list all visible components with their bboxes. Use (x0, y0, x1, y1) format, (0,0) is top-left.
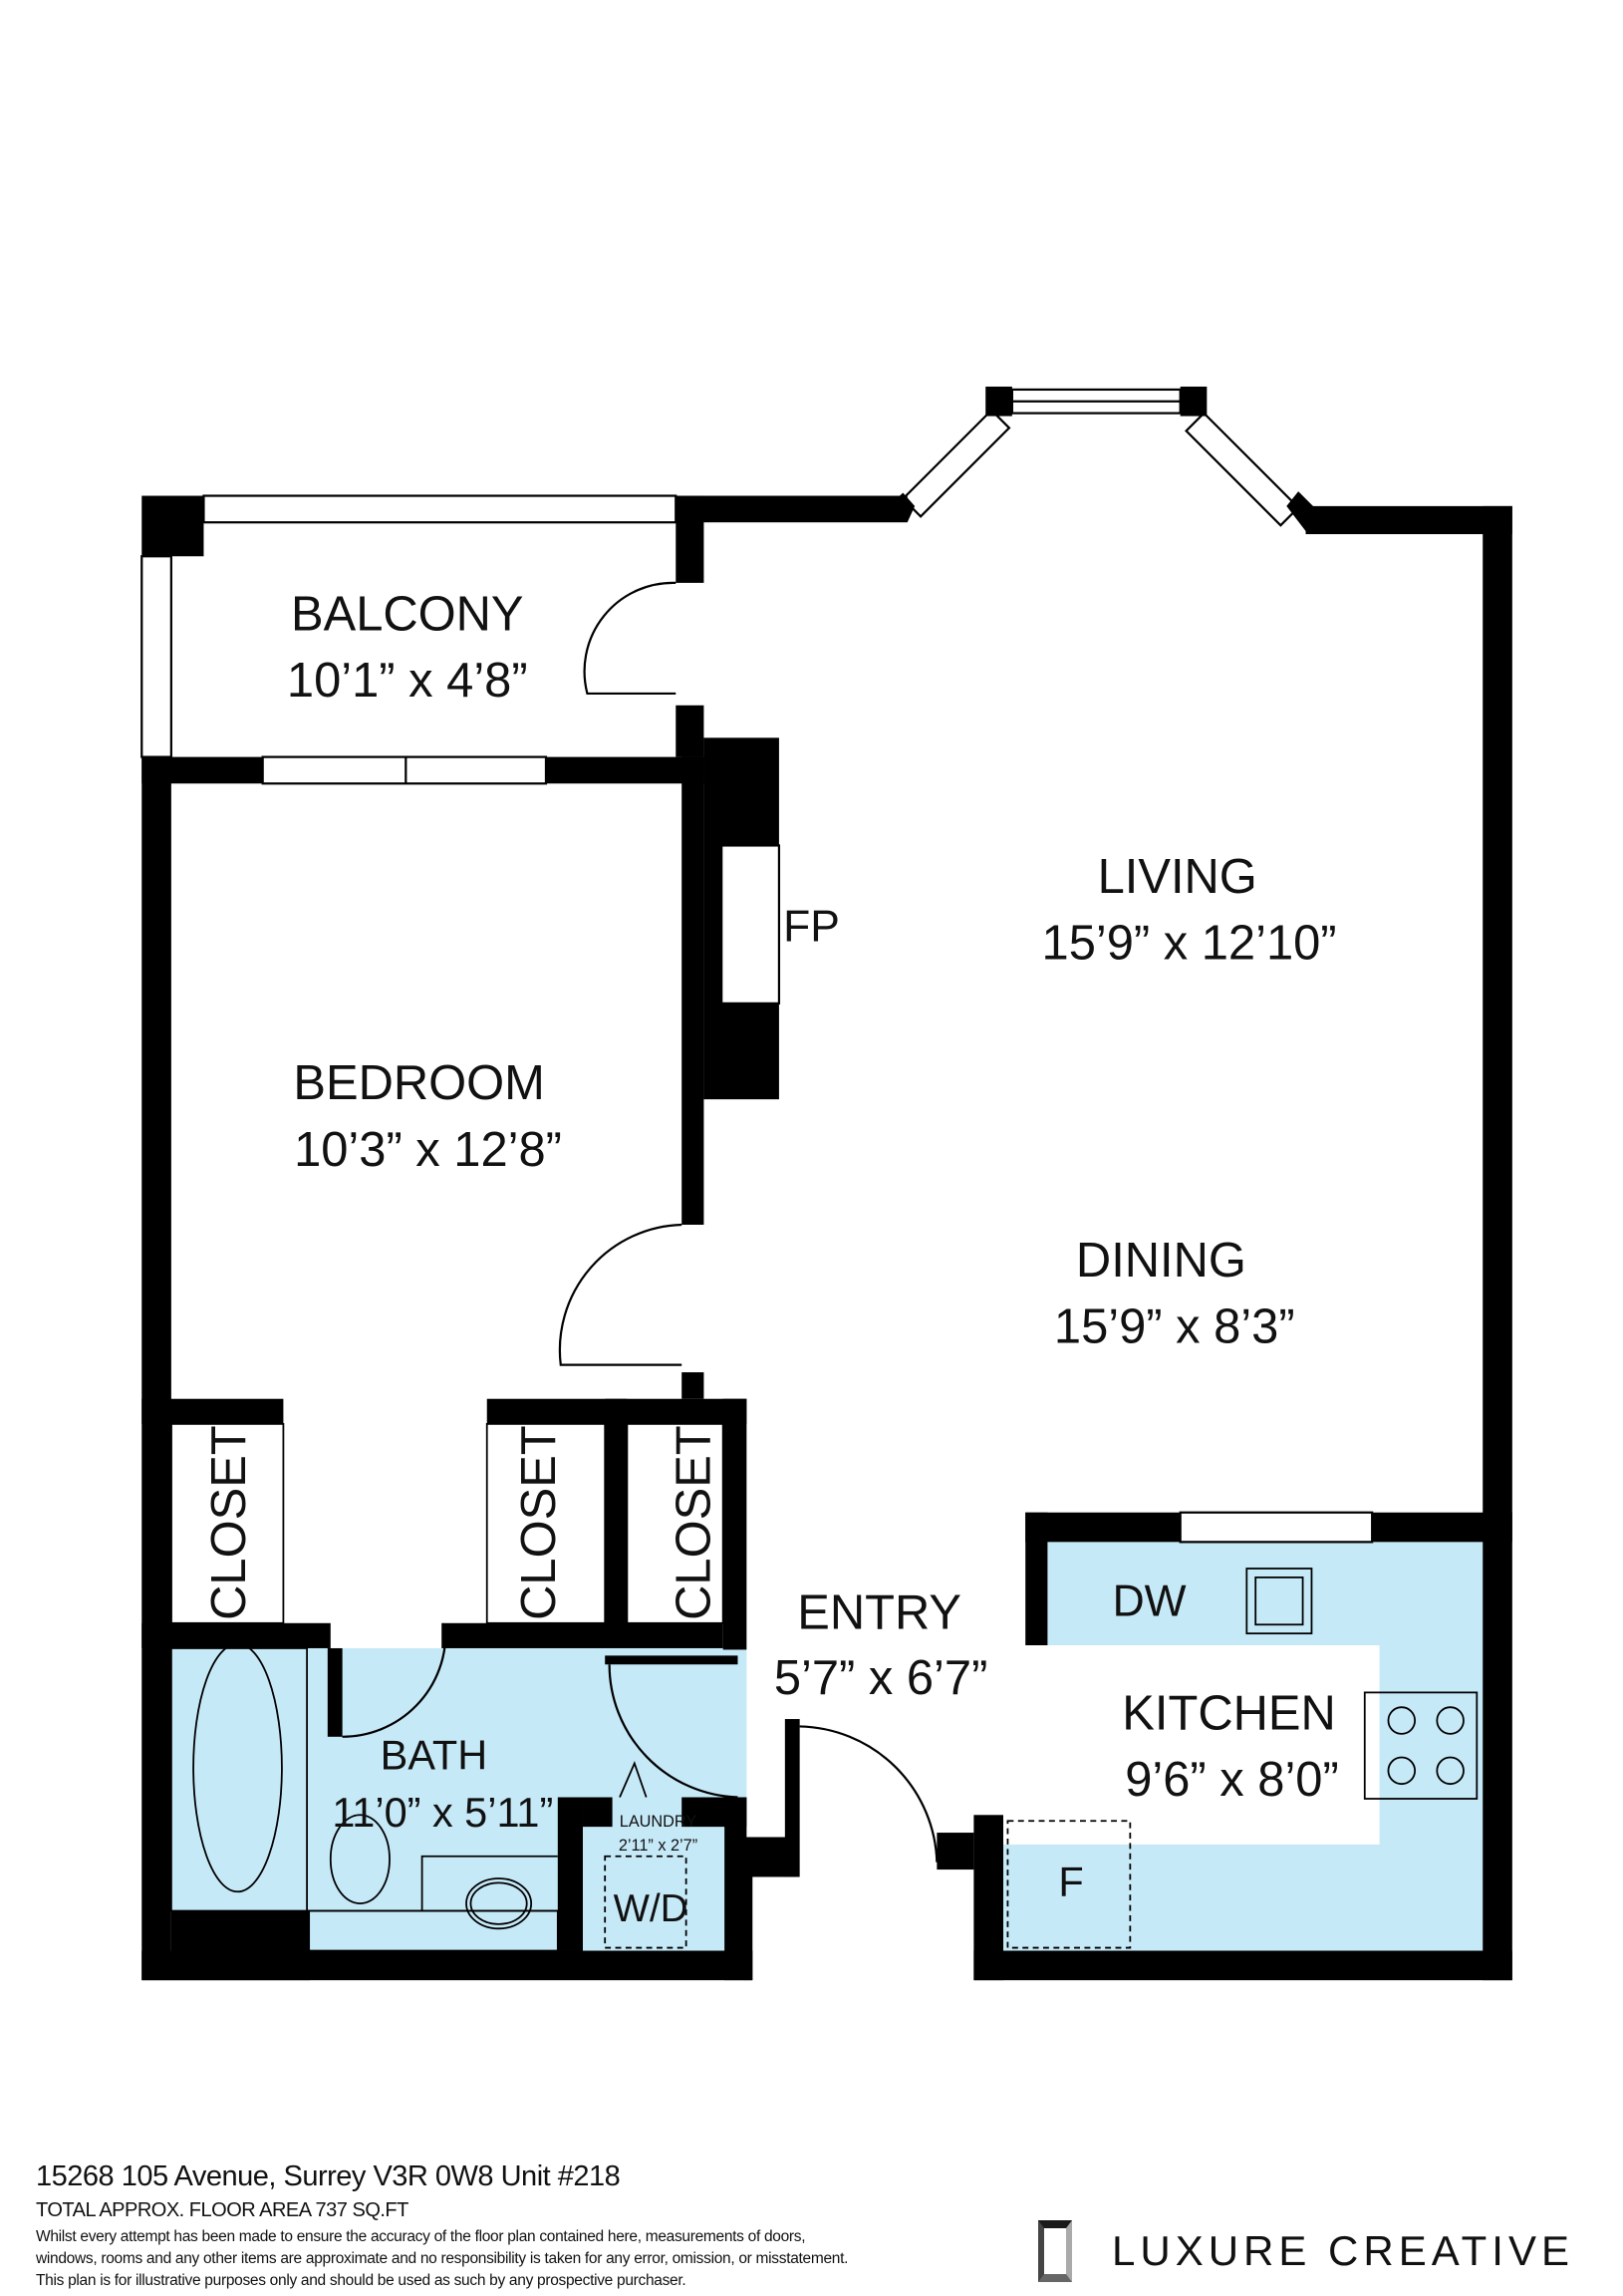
svg-text:KITCHEN: KITCHEN (1122, 1686, 1335, 1740)
bath-area (170, 1647, 747, 1951)
svg-text:CLOSET: CLOSET (667, 1425, 720, 1620)
fridge-icon (1006, 1820, 1132, 1949)
svg-text:DINING: DINING (1076, 1234, 1246, 1288)
plan-footer: 15268 105 Avenue, Surrey V3R 0W8 Unit #2… (36, 2160, 848, 2292)
svg-text:10’1” x 4’8”: 10’1” x 4’8” (287, 654, 528, 708)
svg-text:FP: FP (783, 903, 840, 952)
svg-text:LIVING: LIVING (1098, 850, 1257, 904)
doors (342, 581, 939, 1863)
svg-text:5’7” x 6’7”: 5’7” x 6’7” (774, 1651, 988, 1705)
svg-text:BALCONY: BALCONY (291, 587, 524, 641)
windows (140, 388, 1374, 1544)
disclaimer-line: Whilst every attempt has been made to en… (36, 2228, 806, 2245)
svg-text:CLOSET: CLOSET (512, 1425, 566, 1620)
bathtub-icon (192, 1642, 283, 1893)
disclaimer-line: This plan is for illustrative purposes o… (36, 2272, 686, 2289)
logo-mark-icon (1038, 2220, 1072, 2282)
disclaimer: Whilst every attempt has been made to en… (36, 2226, 848, 2292)
svg-text:10’3” x 12’8”: 10’3” x 12’8” (294, 1123, 562, 1177)
stove-icon (1363, 1691, 1479, 1800)
property-address: 15268 105 Avenue, Surrey V3R 0W8 Unit #2… (36, 2160, 621, 2192)
brand-logo: LUXURE CREATIVE (1038, 2220, 1574, 2282)
washer-dryer-icon (604, 1855, 687, 1949)
kitchen-area (1002, 1542, 1484, 1951)
disclaimer-line: windows, rooms and any other items are a… (36, 2250, 849, 2267)
svg-text:F: F (1058, 1859, 1083, 1905)
sink-icon (465, 1877, 533, 1930)
fixtures (169, 1423, 1479, 1952)
svg-text:LAUNDRY: LAUNDRY (620, 1813, 697, 1831)
floor-area: TOTAL APPROX. FLOOR AREA 737 SQ.FT (36, 2199, 408, 2221)
svg-text:BATH: BATH (381, 1731, 487, 1778)
svg-text:11’0” x 5’11”: 11’0” x 5’11” (332, 1789, 553, 1836)
svg-text:BEDROOM: BEDROOM (293, 1056, 544, 1110)
svg-text:2’11” x 2’7”: 2’11” x 2’7” (619, 1837, 697, 1855)
toilet-icon (329, 1814, 391, 1905)
svg-text:9’6” x 8’0”: 9’6” x 8’0” (1125, 1753, 1339, 1807)
svg-text:W/D: W/D (614, 1887, 688, 1930)
room-labels: BALCONY 10’1” x 4’8” BEDROOM 10’3” x 12’… (202, 587, 1339, 1930)
svg-text:DW: DW (1113, 1577, 1187, 1625)
kitchen-sink-icon (1245, 1568, 1313, 1635)
svg-text:CLOSET: CLOSET (202, 1425, 256, 1620)
svg-text:ENTRY: ENTRY (797, 1586, 961, 1640)
brand-name: LUXURE CREATIVE (1112, 2227, 1574, 2274)
svg-text:15’9” x 12’10”: 15’9” x 12’10” (1042, 916, 1337, 970)
svg-text:15’9” x 8’3”: 15’9” x 8’3” (1054, 1299, 1295, 1353)
